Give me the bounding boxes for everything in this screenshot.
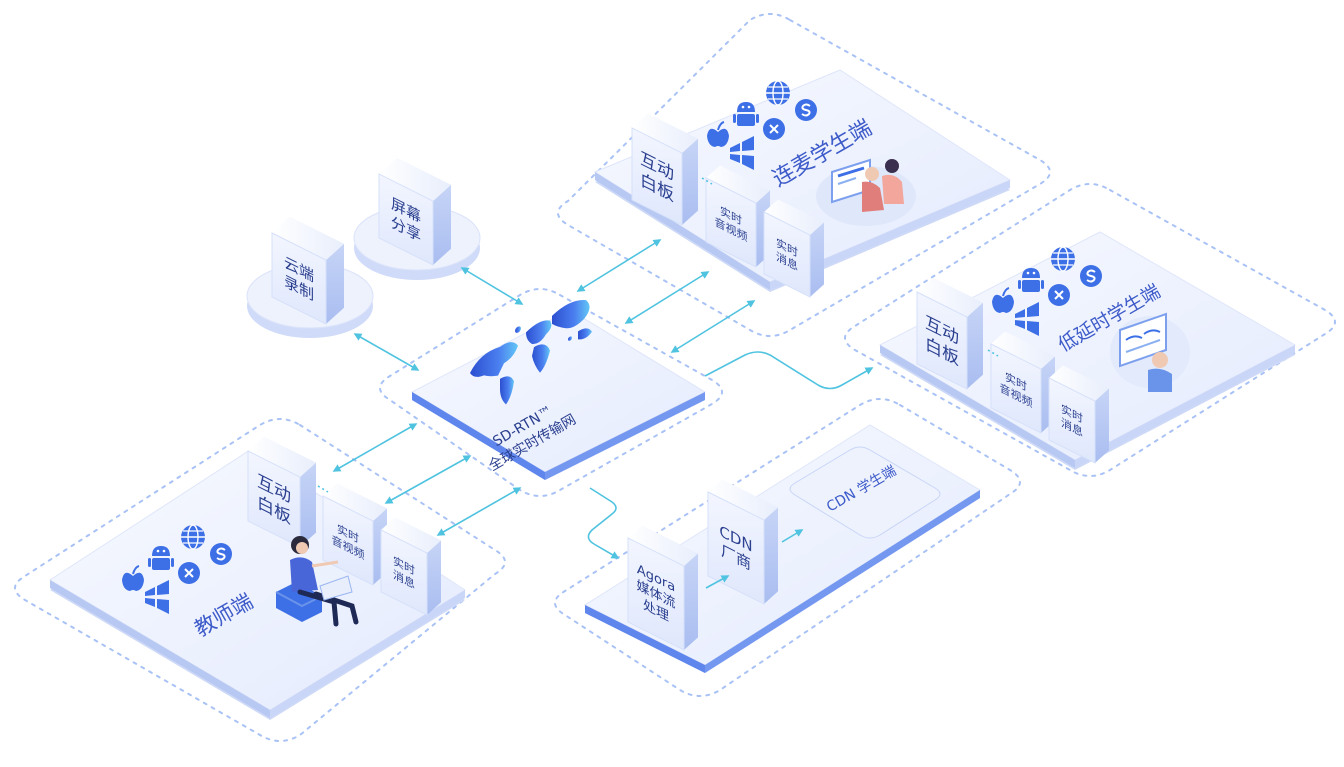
arrow-core-agora xyxy=(587,487,620,559)
s-icon xyxy=(210,543,232,565)
mic-students-illustration xyxy=(816,158,916,226)
s-icon xyxy=(795,99,817,121)
android-icon xyxy=(733,102,759,126)
apple-icon xyxy=(122,565,144,591)
outline-lowlatency xyxy=(844,183,1336,477)
arrow-core-teacher-3 xyxy=(436,487,522,536)
arrow-core-teacher-1 xyxy=(332,423,418,472)
panel-lowlatency xyxy=(878,231,1297,470)
x-icon xyxy=(763,118,785,140)
apple-icon xyxy=(992,287,1014,313)
android-icon xyxy=(148,546,174,570)
feature-boxes: 互动白板实时音视频实时消息互动白板实时音视频实时消息互动白板实时音视频实时消息云… xyxy=(247,113,1109,651)
arrow-screen-share-core xyxy=(460,267,524,305)
arrow-core-mic-1 xyxy=(576,239,662,292)
x-icon xyxy=(1048,284,1070,306)
arrow-core-teacher-2 xyxy=(384,455,472,504)
s-icon xyxy=(1080,265,1102,287)
cdn-student-pill xyxy=(789,446,941,539)
arrow-core-mic-3 xyxy=(670,300,756,353)
arrow-recording-core xyxy=(353,333,420,371)
panel-teacher xyxy=(49,449,466,720)
arrow-core-mic-2 xyxy=(624,271,710,324)
outline-cdn xyxy=(554,398,1021,697)
platform-icons xyxy=(122,80,1102,614)
outline-teacher xyxy=(14,418,506,742)
android-icon xyxy=(1018,268,1044,292)
arrow-agora-cdn xyxy=(705,575,730,589)
panel-core xyxy=(410,309,707,480)
globe-icon xyxy=(1051,246,1075,272)
arrow-cdn-student xyxy=(781,529,804,543)
windows-icon xyxy=(145,580,169,614)
world-map-icon xyxy=(470,300,592,405)
lowlatency-student-illustration xyxy=(1110,312,1190,392)
panel-mic-student xyxy=(593,69,1012,292)
windows-icon xyxy=(730,136,754,170)
apple-icon xyxy=(707,121,729,147)
globe-icon xyxy=(766,80,790,106)
connectors xyxy=(317,177,999,589)
arrow-core-lowlatency xyxy=(704,351,874,390)
globe-icon xyxy=(181,524,205,550)
windows-icon xyxy=(1015,302,1039,336)
x-icon xyxy=(178,562,200,584)
teacher-illustration xyxy=(275,536,359,627)
